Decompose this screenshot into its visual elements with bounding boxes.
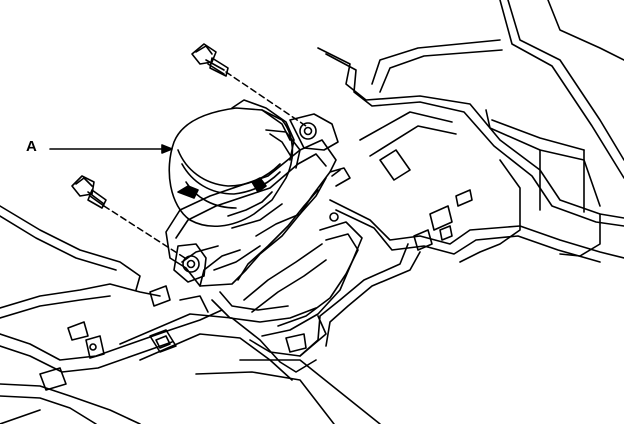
leader-arrowhead: [161, 144, 173, 154]
channel-tab: [285, 333, 307, 353]
callout-a-leader: [49, 144, 173, 154]
bolt-hole-left: [182, 255, 200, 273]
console-body: [299, 0, 624, 357]
bolt-guide-lines: [103, 71, 307, 261]
floor-panel: [0, 205, 381, 424]
console-slot: [379, 149, 411, 181]
console-slot-right: [429, 205, 453, 231]
console-slot-lower: [413, 229, 433, 251]
solenoid-connector: [177, 185, 199, 199]
screw-hole-channel: [329, 212, 339, 222]
floor-clip: [149, 329, 177, 353]
callout-label-a: A: [26, 138, 37, 155]
part-a-solenoid: [168, 99, 301, 229]
floor-slot: [39, 367, 67, 391]
floor-tab: [67, 321, 89, 341]
console-channel: [211, 199, 624, 357]
guide-line-lower: [103, 205, 189, 261]
mount-flange-left: [173, 243, 207, 283]
bolt-hole-right: [299, 122, 317, 140]
mount-flange-right: [289, 113, 339, 151]
bolt-lower: [71, 175, 107, 209]
bolt-upper: [191, 43, 229, 77]
shift-lever-base: [165, 113, 351, 287]
guide-line-upper: [225, 71, 307, 127]
floor-tab-upper: [149, 285, 171, 307]
